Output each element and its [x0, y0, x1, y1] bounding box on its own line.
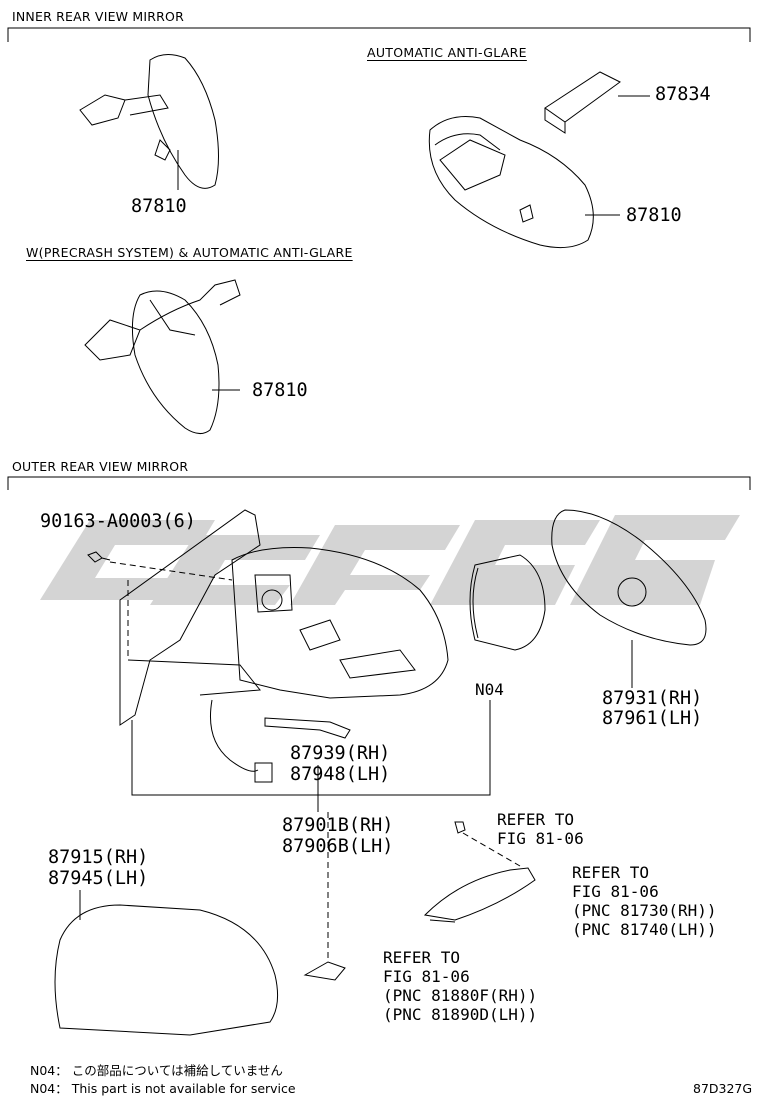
- part-87961[interactable]: 87961(LH): [602, 708, 703, 729]
- section-outer-heading: OUTER REAR VIEW MIRROR: [12, 459, 189, 474]
- part-87931[interactable]: 87931(RH): [602, 688, 703, 709]
- refer-block-1: REFER TO FIG 81-06: [497, 810, 584, 848]
- refer-line[interactable]: FIG 81-06: [572, 882, 659, 901]
- refer-line[interactable]: (PNC 81880F(RH)): [383, 986, 538, 1005]
- note-japanese: N04： この部品については補給していません: [30, 1063, 283, 1078]
- part-87948[interactable]: 87948(LH): [290, 764, 391, 785]
- part-87915[interactable]: 87915(RH): [48, 847, 149, 868]
- part-87906B[interactable]: 87906B(LH): [282, 836, 394, 857]
- part-87834[interactable]: 87834: [655, 84, 711, 105]
- refer-line: REFER TO: [497, 810, 575, 829]
- part-N04: N04: [475, 680, 504, 699]
- refer-block-3: REFER TO FIG 81-06 (PNC 81880F(RH)) (PNC…: [383, 948, 537, 1024]
- note-english: N04： This part is not available for serv…: [30, 1081, 296, 1096]
- part-87945[interactable]: 87945(LH): [48, 868, 149, 889]
- part-90163[interactable]: 90163-A0003(6): [40, 511, 196, 532]
- refer-line: REFER TO: [383, 948, 461, 967]
- refer-line[interactable]: (PNC 81890D(LH)): [383, 1005, 538, 1024]
- part-87901B[interactable]: 87901B(RH): [282, 815, 394, 836]
- figure-code: 87D327G: [693, 1081, 753, 1096]
- subheading-precrash: W(PRECRASH SYSTEM) & AUTOMATIC ANTI-GLAR…: [26, 245, 353, 260]
- refer-line[interactable]: FIG 81-06: [497, 829, 584, 848]
- refer-line[interactable]: FIG 81-06: [383, 967, 470, 986]
- refer-line[interactable]: (PNC 81740(LH)): [572, 920, 717, 939]
- part-87810-b[interactable]: 87810: [626, 205, 682, 226]
- part-87939[interactable]: 87939(RH): [290, 743, 391, 764]
- subheading-auto-anti-glare: AUTOMATIC ANTI-GLARE: [367, 45, 527, 60]
- section-inner-heading: INNER REAR VIEW MIRROR: [12, 9, 184, 24]
- refer-line[interactable]: (PNC 81730(RH)): [572, 901, 717, 920]
- refer-block-2: REFER TO FIG 81-06 (PNC 81730(RH)) (PNC …: [572, 863, 717, 939]
- refer-line: REFER TO: [572, 863, 650, 882]
- part-87810-c[interactable]: 87810: [252, 380, 308, 401]
- watermark: [40, 515, 740, 605]
- part-87810-a[interactable]: 87810: [131, 196, 187, 217]
